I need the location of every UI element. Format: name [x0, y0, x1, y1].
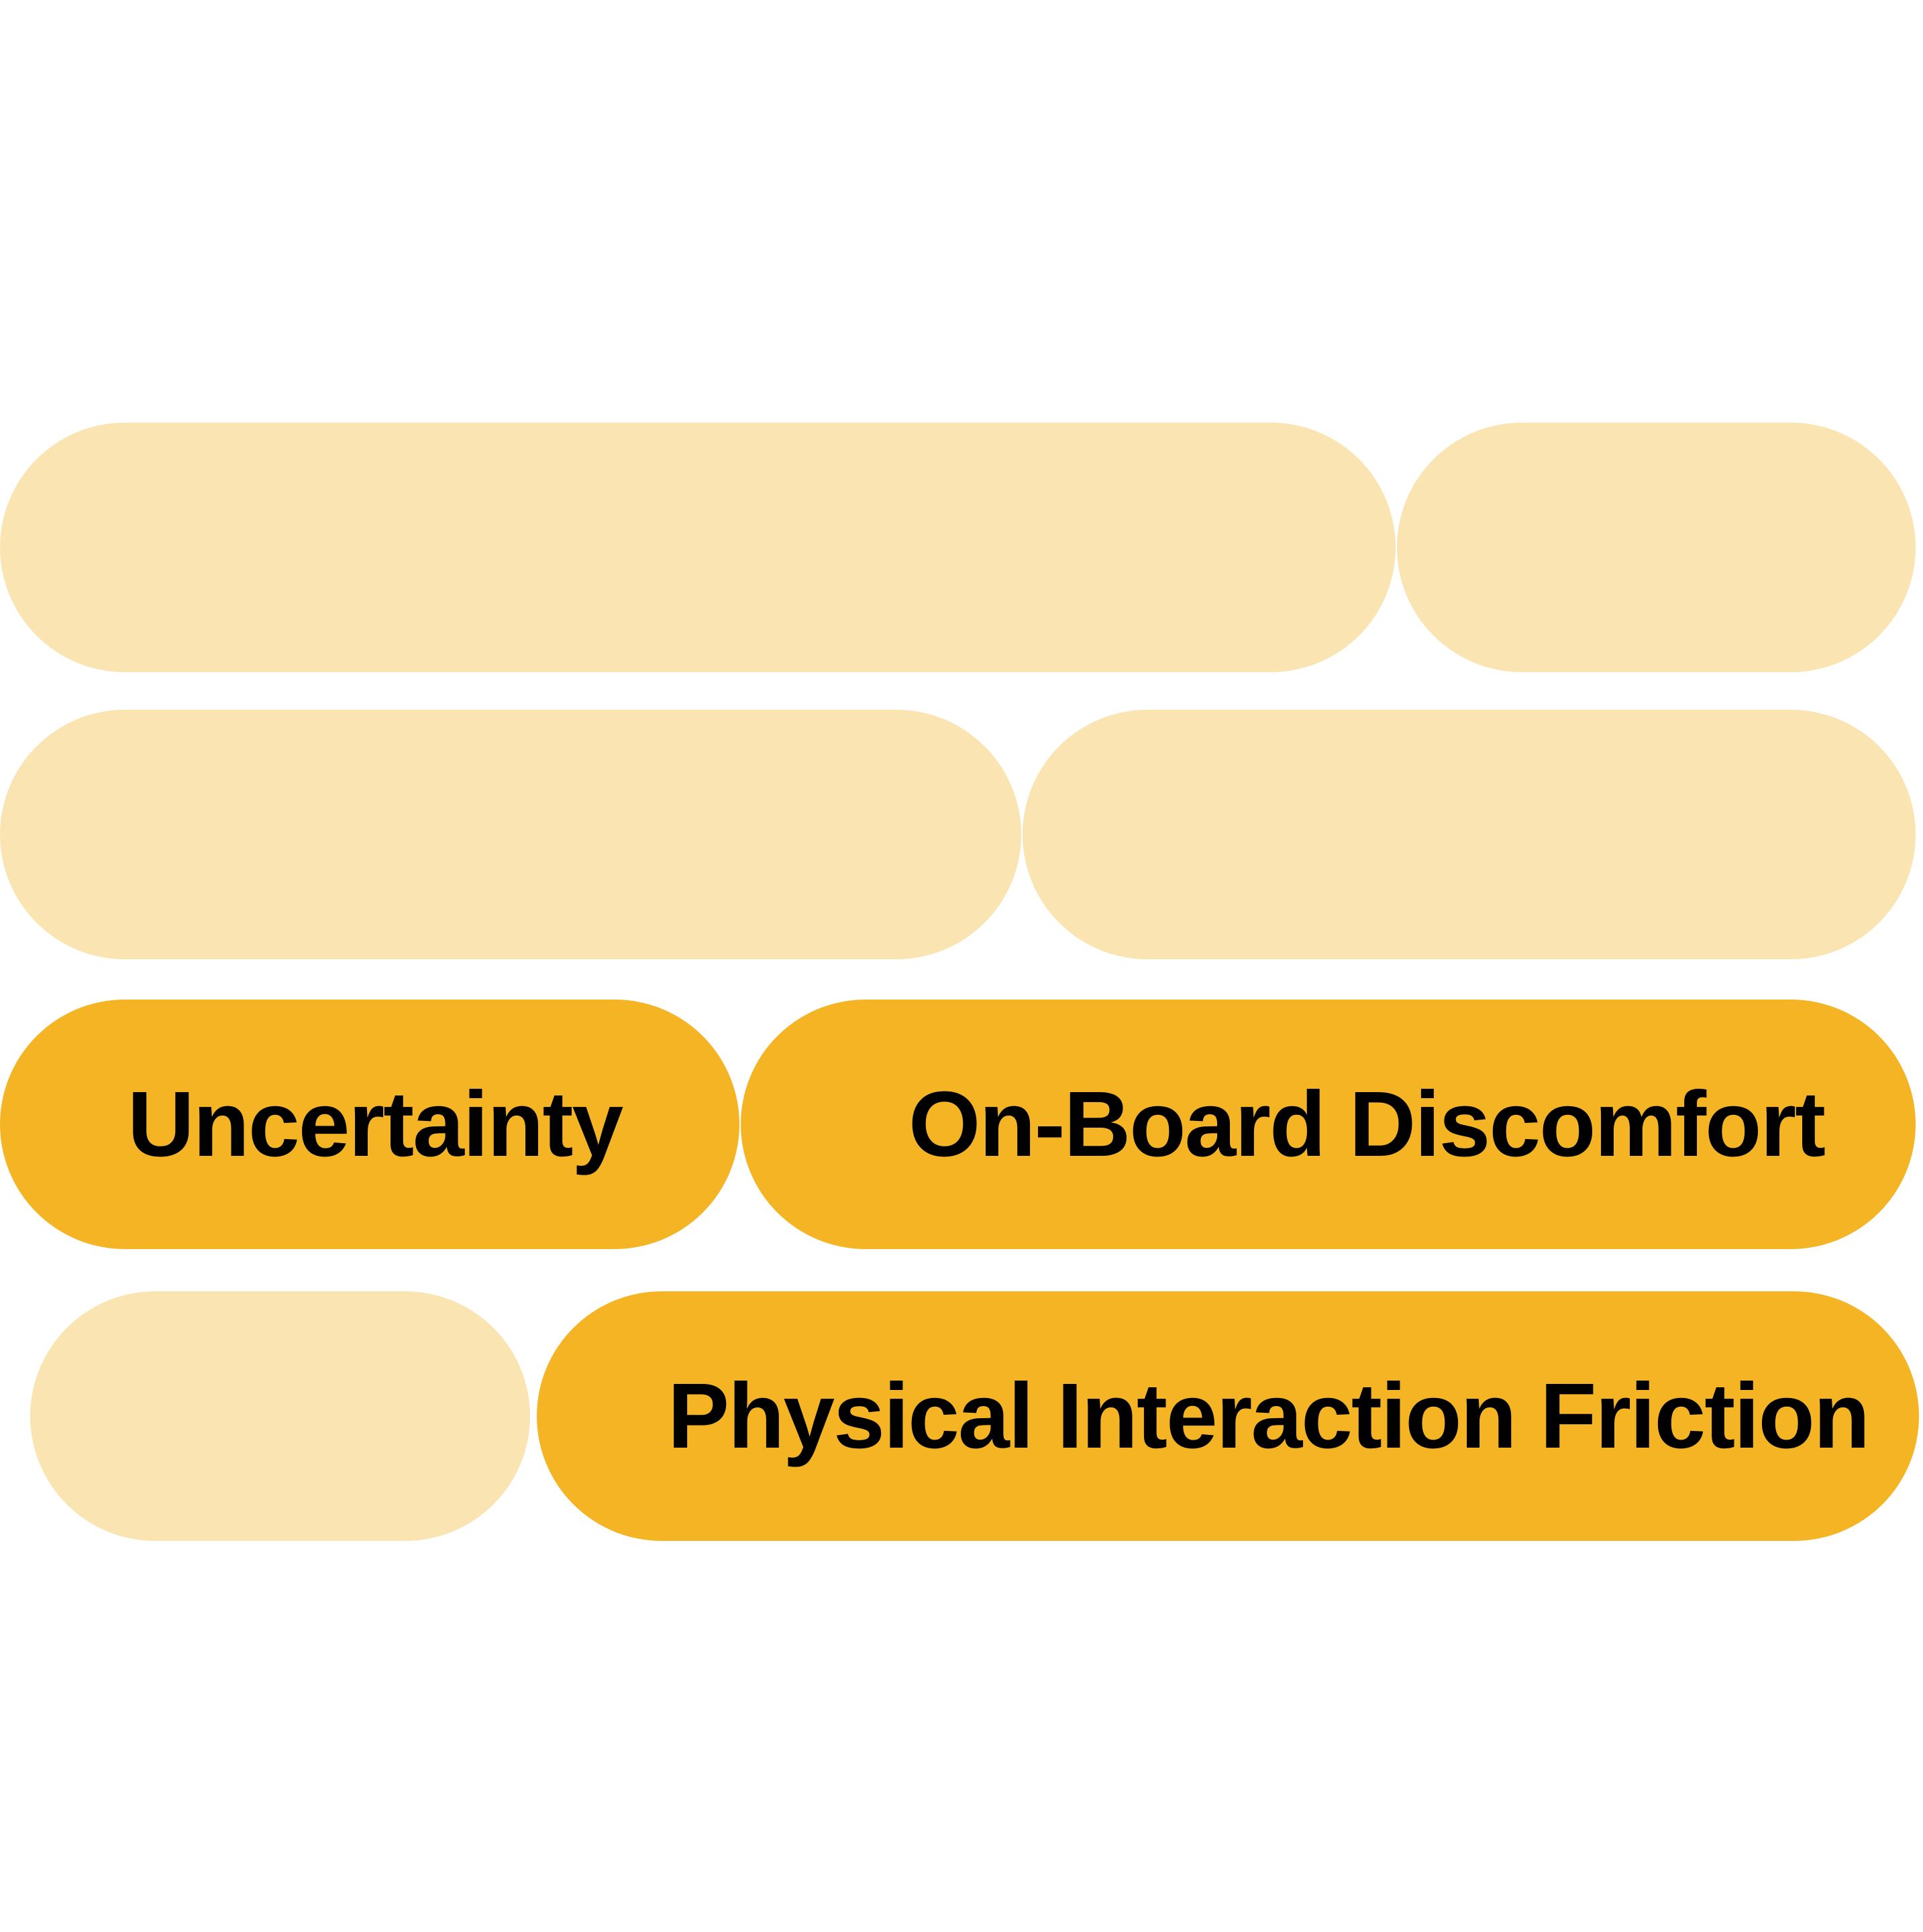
- pill-segment[interactable]: [0, 710, 1021, 959]
- pill-row-3: Uncertainty On-Board Discomfort: [0, 1000, 1923, 1249]
- pill-row-4: Physical Interaction Friction: [0, 1291, 1923, 1541]
- pill-segment-label: Uncertainty: [127, 1073, 623, 1176]
- pill-segment-physical-interaction-friction[interactable]: Physical Interaction Friction: [537, 1291, 1919, 1541]
- pill-segment-uncertainty[interactable]: Uncertainty: [0, 1000, 739, 1249]
- pill-segment[interactable]: [0, 423, 1396, 672]
- pill-segment-label: Physical Interaction Friction: [668, 1364, 1870, 1468]
- pill-segment[interactable]: [1023, 710, 1916, 959]
- pill-segment[interactable]: [1397, 423, 1916, 672]
- pill-segment[interactable]: [30, 1291, 530, 1541]
- pill-segment-on-board-discomfort[interactable]: On-Board Discomfort: [741, 1000, 1916, 1249]
- pill-row-2: [0, 710, 1923, 959]
- pill-row-1: [0, 423, 1923, 672]
- pill-segment-label: On-Board Discomfort: [908, 1073, 1826, 1176]
